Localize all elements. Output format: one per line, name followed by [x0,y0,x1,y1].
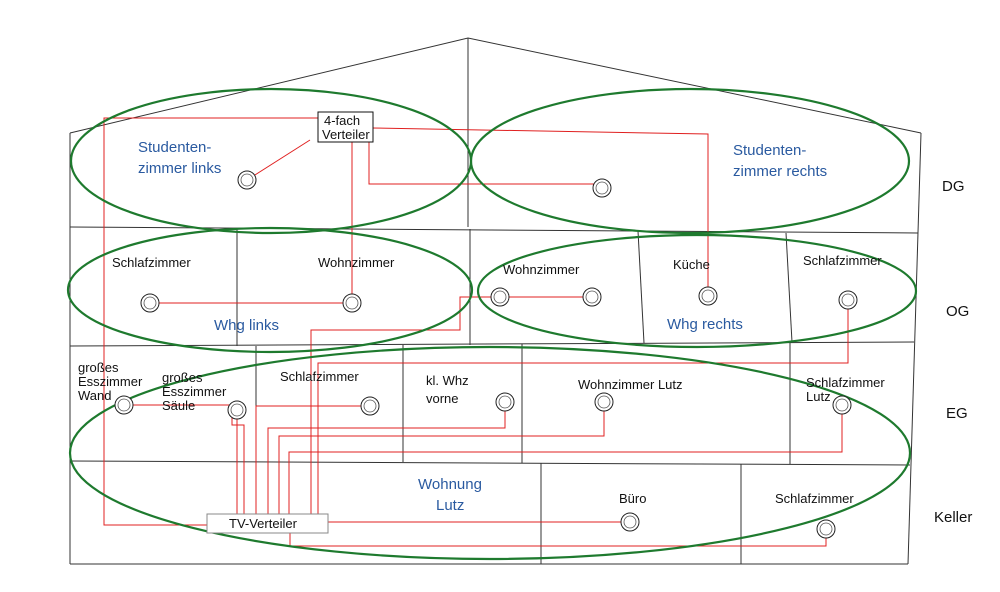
floor-slab-dg-og [69,226,919,234]
room-og-schlafzimmer-rechts: Schlafzimmer [803,253,882,268]
cable-verteiler-to-kueche [371,127,709,297]
zone-studentenzimmer-rechts-2: zimmer rechts [733,163,827,180]
group-whg-links [66,226,474,354]
tv-verteiler: TV-Verteiler [206,513,329,534]
room-og-kueche: Küche [673,257,710,272]
four-fach-verteiler-label-1: 4-fach [324,113,360,128]
right-outer-wall [907,132,922,565]
cable-eg-schlafzimmer [255,405,370,515]
room-keller-schlafzimmer: Schlafzimmer [775,491,854,506]
zone-whg-links: Whg links [214,317,279,334]
outlet-eg-esszimmer-saeule [227,400,247,420]
tv-outlets [114,170,858,539]
room-eg-esszimmer-wand-1: großes [78,360,119,375]
room-eg-kl-whz-2: vorne [426,391,459,406]
room-keller-buero: Büro [619,491,646,506]
zone-labels: Studenten- zimmer links Studenten- zimme… [138,139,827,514]
roof-outline [69,37,922,134]
outlet-keller-schlafzimmer [816,519,836,539]
outlet-eg-schlafzimmer-lutz [832,395,852,415]
room-eg-wohnzimmer-lutz: Wohnzimmer Lutz [578,377,683,392]
cable-eg-esszimmer-wand-down [231,405,245,515]
outlet-eg-wohnzimmer-lutz [594,392,614,412]
room-eg-kl-whz-1: kl. Whz [426,373,469,388]
room-eg-esszimmer-saeule-2: Esszimmer [162,384,227,399]
four-fach-verteiler-label-2: Verteiler [322,127,370,142]
room-eg-schlafzimmer-lutz-1: Schlafzimmer [806,375,885,390]
outlet-eg-schlafzimmer [360,396,380,416]
outlet-og-wohnzimmer-links [342,293,362,313]
cable-eg-schlafzimmer-lutz [288,405,843,515]
outlet-og-schlafzimmer-rechts [838,290,858,310]
room-eg-esszimmer-saeule-3: Säule [162,398,195,413]
outlet-eg-esszimmer-wand [114,395,134,415]
zone-wohnung-lutz-1: Wohnung [418,476,482,493]
building-walls [69,37,922,565]
outlet-og-wohnzimmer-rechts-1 [490,287,510,307]
group-wohnung-lutz [68,345,912,561]
room-eg-esszimmer-wand-3: Wand [78,388,111,403]
zone-wohnung-lutz-2: Lutz [436,497,464,514]
zone-whg-rechts: Whg rechts [667,316,743,333]
group-studentenzimmer-links [69,87,473,235]
floor-label-og: OG [946,303,969,320]
cable-verteiler-to-tv-verteiler [103,117,318,526]
outlet-studentenzimmer-links [237,170,257,190]
outlet-og-wohnzimmer-rechts-2 [582,287,602,307]
room-eg-schlafzimmer: Schlafzimmer [280,369,359,384]
group-outlines [66,87,918,561]
four-fach-verteiler-box [317,111,374,143]
outlet-eg-kl-whz [495,392,515,412]
outlet-og-schlafzimmer-links [140,293,160,313]
tv-verteiler-box [206,513,329,534]
room-og-wohnzimmer-rechts: Wohnzimmer [503,262,580,277]
og-wall-4 [785,232,793,343]
room-og-schlafzimmer-links: Schlafzimmer [112,255,191,270]
zone-studentenzimmer-links-1: Studenten- [138,139,211,156]
group-whg-rechts [476,233,918,349]
cable-og-schlafzimmer-rechts-down [317,302,849,515]
cable-og-wohnzimmer-rechts-down [310,296,500,515]
floor-label-keller: Keller [934,509,972,526]
tv-verteiler-label: TV-Verteiler [229,516,298,531]
cable-verteiler-to-studentenzimmer-links [246,139,311,181]
outlet-og-kueche [698,286,718,306]
cable-eg-kl-whz [267,402,506,515]
room-eg-esszimmer-wand-2: Esszimmer [78,374,143,389]
outlet-keller-buero [620,512,640,532]
zone-studentenzimmer-links-2: zimmer links [138,160,221,177]
outlet-studentenzimmer-rechts [592,178,612,198]
floor-label-dg: DG [942,178,965,195]
cable-eg-wohnzimmer-lutz [278,402,605,515]
room-labels: Schlafzimmer Wohnzimmer Wohnzimmer Küche… [78,253,885,506]
four-fach-verteiler: 4-fach Verteiler [317,111,374,143]
group-studentenzimmer-rechts [469,87,911,235]
room-eg-schlafzimmer-lutz-2: Lutz [806,389,831,404]
floor-labels: DG OG EG Keller [934,178,972,526]
zone-studentenzimmer-rechts-1: Studenten- [733,142,806,159]
room-og-wohnzimmer-links: Wohnzimmer [318,255,395,270]
room-eg-esszimmer-saeule-1: großes [162,370,203,385]
floor-label-eg: EG [946,405,968,422]
og-wall-3 [637,230,645,344]
cable-verteiler-to-studentenzimmer-rechts [368,140,602,185]
floor-slab-eg-keller [69,460,911,466]
